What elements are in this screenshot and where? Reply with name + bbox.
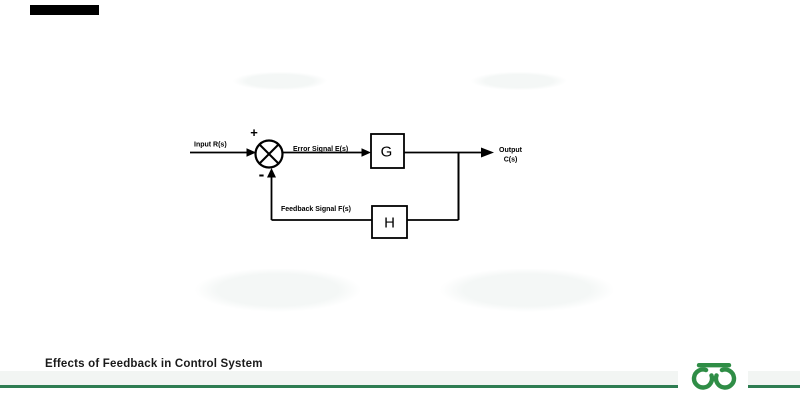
input-arrowhead-icon (246, 148, 256, 157)
watermark-smudge (225, 72, 335, 92)
feedback-signal-label: Feedback Signal F(s) (281, 206, 351, 213)
block-g (370, 133, 405, 169)
error-arrowhead-icon (361, 148, 371, 157)
block-h (371, 205, 408, 239)
block-g-label: G (381, 144, 393, 161)
output-label-line1: Output (499, 147, 523, 154)
redaction-bar (30, 5, 99, 15)
output-label-line2: C(s) (504, 157, 518, 164)
error-signal-label: Error Signal E(s) (293, 146, 348, 153)
watermark-smudge (463, 72, 575, 92)
input-label: Input R(s) (194, 142, 227, 149)
watermark-smudge (178, 269, 378, 319)
plus-sign: + (250, 125, 258, 140)
watermark-smudge (422, 269, 632, 319)
geeksforgeeks-logo-icon (691, 363, 737, 390)
output-arrowhead-icon (481, 147, 494, 158)
block-h-label: H (384, 215, 395, 232)
page-title: Effects of Feedback in Control System (45, 358, 263, 370)
feedback-arrowhead-icon (267, 168, 276, 178)
summing-junction-cross-line (258, 143, 280, 165)
minus-sign: - (259, 165, 265, 184)
footer-divider-line (0, 385, 800, 388)
block-diagram: Input R(s) + - Error Signal E(s) G Outpu… (190, 125, 523, 239)
footer-band (0, 371, 800, 385)
